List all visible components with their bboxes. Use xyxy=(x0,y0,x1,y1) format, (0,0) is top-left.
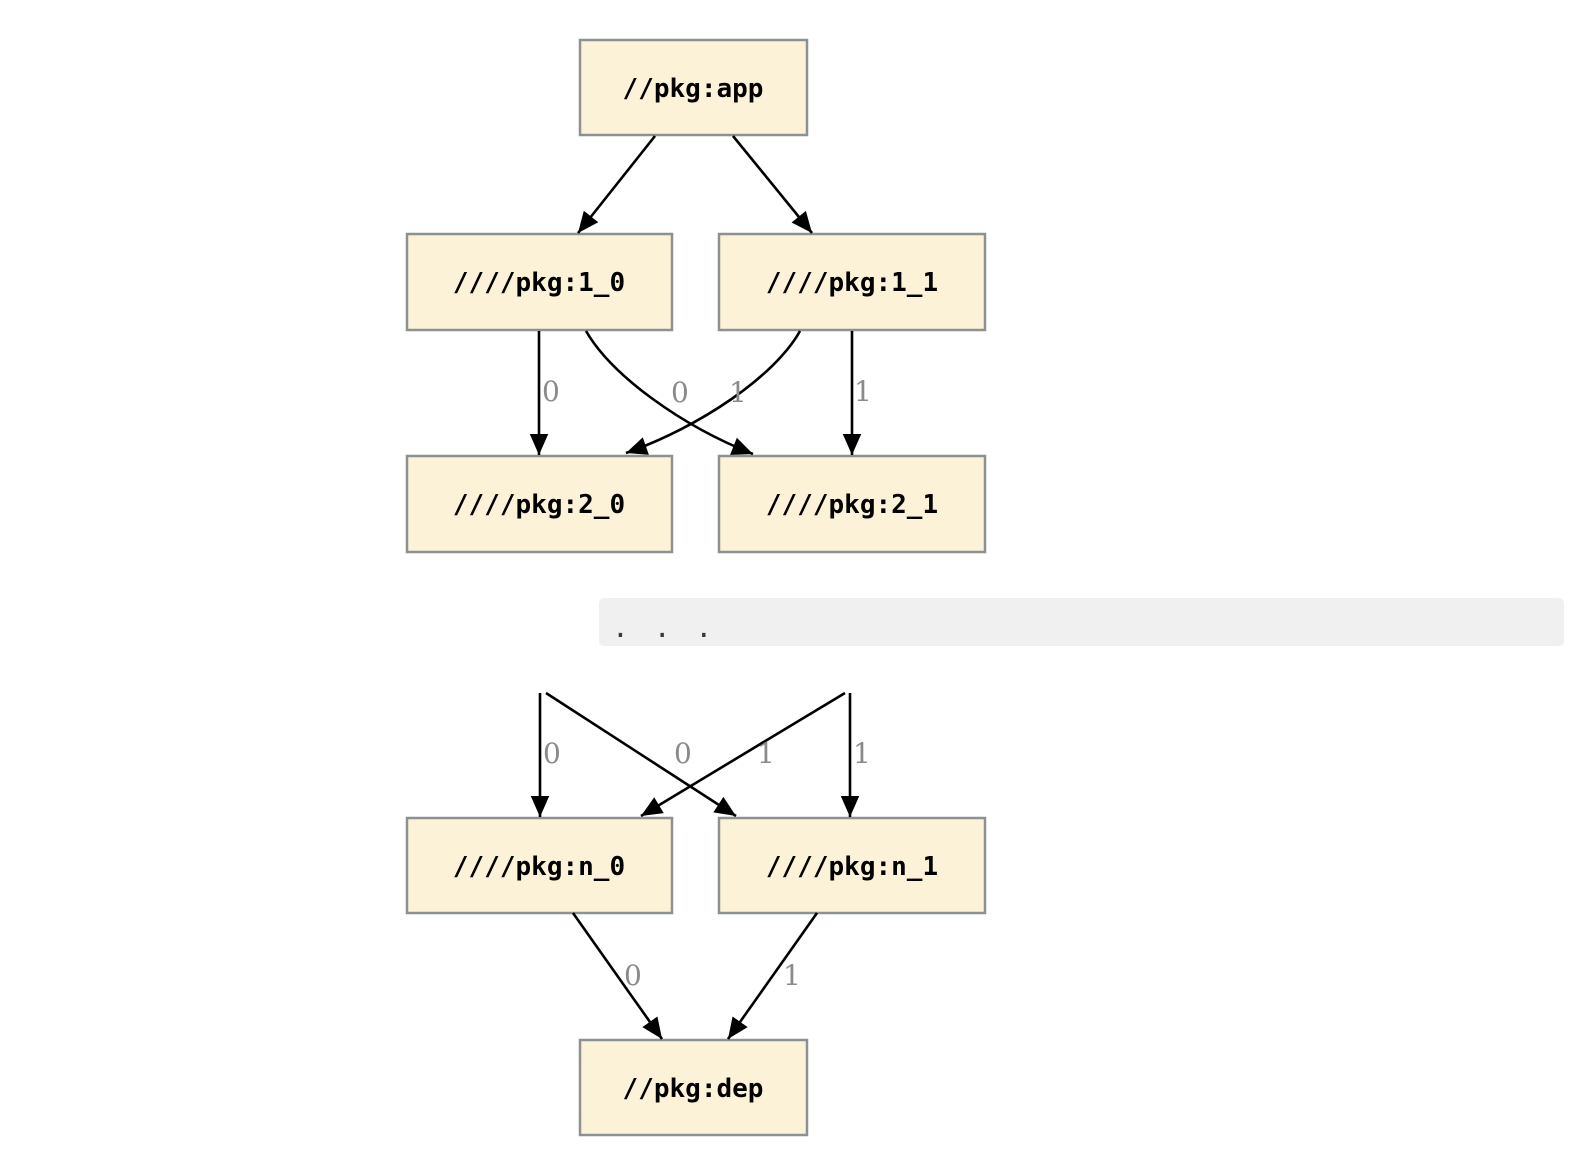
node-n_0: ////pkg:n_0 xyxy=(405,816,674,915)
edge-label-1_0-2_0: 0 xyxy=(542,375,560,408)
node-1_0: ////pkg:1_0 xyxy=(405,232,674,332)
node-2_0: ////pkg:2_0 xyxy=(405,454,674,554)
node-n_1-box xyxy=(717,816,987,915)
edge-label-1_1-2_1: 1 xyxy=(854,375,872,408)
edge-1_1-2_0 xyxy=(625,330,802,455)
node-2_1-box xyxy=(717,454,987,554)
node-1_1-box xyxy=(717,232,987,332)
node-dep: //pkg:dep xyxy=(578,1038,809,1137)
edge-label-hidden-n_1-cross: 1 xyxy=(757,737,775,770)
node-2_0-label: ////pkg:2_0 xyxy=(453,490,625,520)
node-2_0-box xyxy=(405,454,674,554)
edge-app-1_0 xyxy=(576,135,657,234)
graph-nodes: //pkg:app ////pkg:1_0 ////pkg:1_1 ////pk… xyxy=(405,38,987,1137)
edge-labels: 0 0 1 1 0 0 1 1 0 1 xyxy=(542,375,872,992)
edge-n_1-dep xyxy=(726,912,819,1040)
ellipsis-band-bg xyxy=(599,598,1564,646)
node-n_1-label: ////pkg:n_1 xyxy=(766,852,938,882)
node-1_1-label: ////pkg:1_1 xyxy=(766,268,938,298)
graph-edges xyxy=(529,135,862,1040)
edge-label-1_1-2_0: 0 xyxy=(671,376,689,409)
node-2_1: ////pkg:2_1 xyxy=(717,454,987,554)
edge-n_0-dep xyxy=(571,912,664,1040)
node-app: //pkg:app xyxy=(578,38,809,137)
node-dep-box xyxy=(578,1038,809,1137)
edge-app-1_1 xyxy=(731,135,814,234)
ellipsis-band: . . . xyxy=(599,598,1564,646)
node-app-label: //pkg:app xyxy=(623,74,764,104)
node-app-box xyxy=(578,38,809,137)
ellipsis-dots: . . . xyxy=(612,611,716,644)
node-2_1-label: ////pkg:2_1 xyxy=(766,490,938,520)
edge-label-n_0-dep: 0 xyxy=(624,959,642,992)
node-dep-label: //pkg:dep xyxy=(623,1074,764,1104)
edge-label-n_1-dep: 1 xyxy=(783,959,801,992)
edge-label-1_0-2_1: 1 xyxy=(729,376,747,409)
edge-label-hidden-n_0-cross: 0 xyxy=(674,737,692,770)
node-1_0-label: ////pkg:1_0 xyxy=(453,268,625,298)
edge-label-hidden-n_0: 0 xyxy=(543,737,561,770)
node-n_1: ////pkg:n_1 xyxy=(717,816,987,915)
edge-hidden-n_1-cross xyxy=(545,691,737,818)
node-1_1: ////pkg:1_1 xyxy=(717,232,987,332)
edge-hidden-n_0-cross xyxy=(640,691,846,818)
node-n_0-label: ////pkg:n_0 xyxy=(453,852,625,882)
node-1_0-box xyxy=(405,232,674,332)
edge-label-hidden-n_1: 1 xyxy=(853,737,871,770)
node-n_0-box xyxy=(405,816,674,915)
edge-1_0-2_1 xyxy=(584,330,754,456)
